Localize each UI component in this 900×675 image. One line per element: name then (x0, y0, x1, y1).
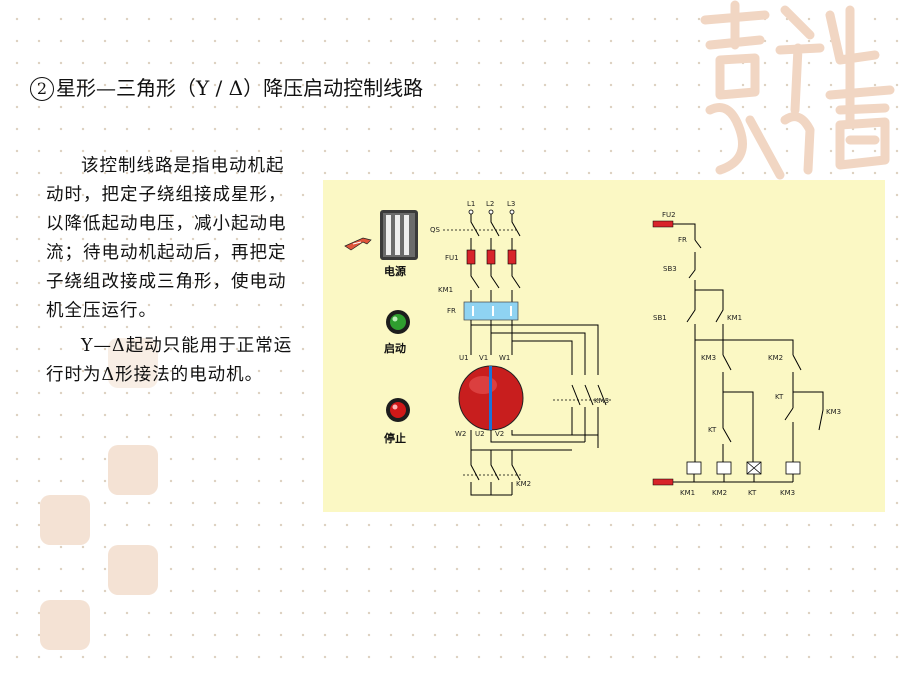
label-coil-kt: KT (748, 489, 757, 497)
label-w2: W2 (455, 430, 466, 438)
label-u1: U1 (459, 354, 469, 362)
fuse (486, 249, 496, 265)
decorative-seal (108, 445, 158, 495)
decorative-seal (40, 600, 90, 650)
label-v2: V2 (495, 430, 504, 438)
label-km1-ctrl: KM1 (727, 314, 742, 322)
coil-km2 (716, 461, 732, 475)
pointer-hand-icon (344, 237, 372, 251)
decorative-seal (108, 545, 158, 595)
label-u2: U2 (475, 430, 485, 438)
start-button[interactable] (386, 310, 410, 334)
decorative-seal (40, 495, 90, 545)
fuse (507, 249, 517, 265)
label-sb1: SB1 (653, 314, 667, 322)
star-delta-circuit-diagram: 电源 启动 停止 L1 L2 L3 QS FU1 KM1 FR (344, 200, 841, 497)
label-km3-ctrl-b: KM3 (826, 408, 841, 416)
label-kt-ctrl-b: KT (708, 426, 717, 434)
label-qs: QS (430, 226, 441, 234)
paragraph-1: 该控制线路是指电动机起动时，把定子绕组接成星形，以降低起动电压，减小起动电流；待… (46, 156, 287, 321)
label-l1: L1 (467, 200, 475, 208)
description-text: 该控制线路是指电动机起动时，把定子绕组接成星形，以降低起动电压，减小起动电流；待… (46, 152, 298, 390)
coil-km3 (785, 461, 801, 475)
fuse (466, 249, 476, 265)
stop-button[interactable] (386, 398, 410, 422)
control-circuit: FU2 FR SB3 SB1 KM1 KM3 KM2 KT KM3 KT KM1… (652, 211, 841, 497)
label-v1: V1 (479, 354, 488, 362)
label-kt-ctrl-a: KT (775, 393, 784, 401)
label-km1-main: KM1 (438, 286, 453, 294)
label-km3-main: KM3 (594, 397, 609, 405)
label-coil-km2: KM2 (712, 489, 727, 497)
label-l3: L3 (507, 200, 515, 208)
decorative-seal (108, 338, 158, 388)
power-label: 电源 (384, 264, 406, 278)
label-sb3: SB3 (663, 265, 677, 273)
label-w1: W1 (499, 354, 510, 362)
title-text: 星形—三角形（Y / Δ）降压启动控制线路 (56, 76, 424, 100)
label-l2: L2 (486, 200, 494, 208)
fuse-fu2 (652, 220, 674, 228)
label-fr-main: FR (447, 307, 456, 315)
paragraph-2: Y—Δ起动只能用于正常运行时为Δ形接法的电动机。 (46, 336, 293, 385)
label-fr-ctrl: FR (678, 236, 687, 244)
label-km2-main: KM2 (516, 480, 531, 488)
coil-km1 (686, 461, 702, 475)
start-label: 启动 (384, 341, 406, 355)
power-switch-button[interactable] (380, 210, 418, 260)
stop-label: 停止 (384, 431, 406, 445)
decorative-calligraphy-watermark (700, 0, 895, 180)
label-km2-ctrl-a: KM2 (768, 354, 783, 362)
title-number: 2 (30, 77, 54, 101)
motor-icon (458, 365, 524, 431)
label-km3-ctrl-a: KM3 (701, 354, 716, 362)
label-coil-km1: KM1 (680, 489, 695, 497)
label-fu1: FU1 (445, 254, 459, 262)
main-circuit: L1 L2 L3 QS FU1 KM1 FR U1 V1 W1 (430, 200, 613, 496)
label-coil-km3: KM3 (780, 489, 795, 497)
fuse-fu2-bottom (652, 478, 674, 486)
circuit-panel: 电源 启动 停止 L1 L2 L3 QS FU1 KM1 FR (323, 180, 885, 512)
label-fu2: FU2 (662, 211, 676, 219)
